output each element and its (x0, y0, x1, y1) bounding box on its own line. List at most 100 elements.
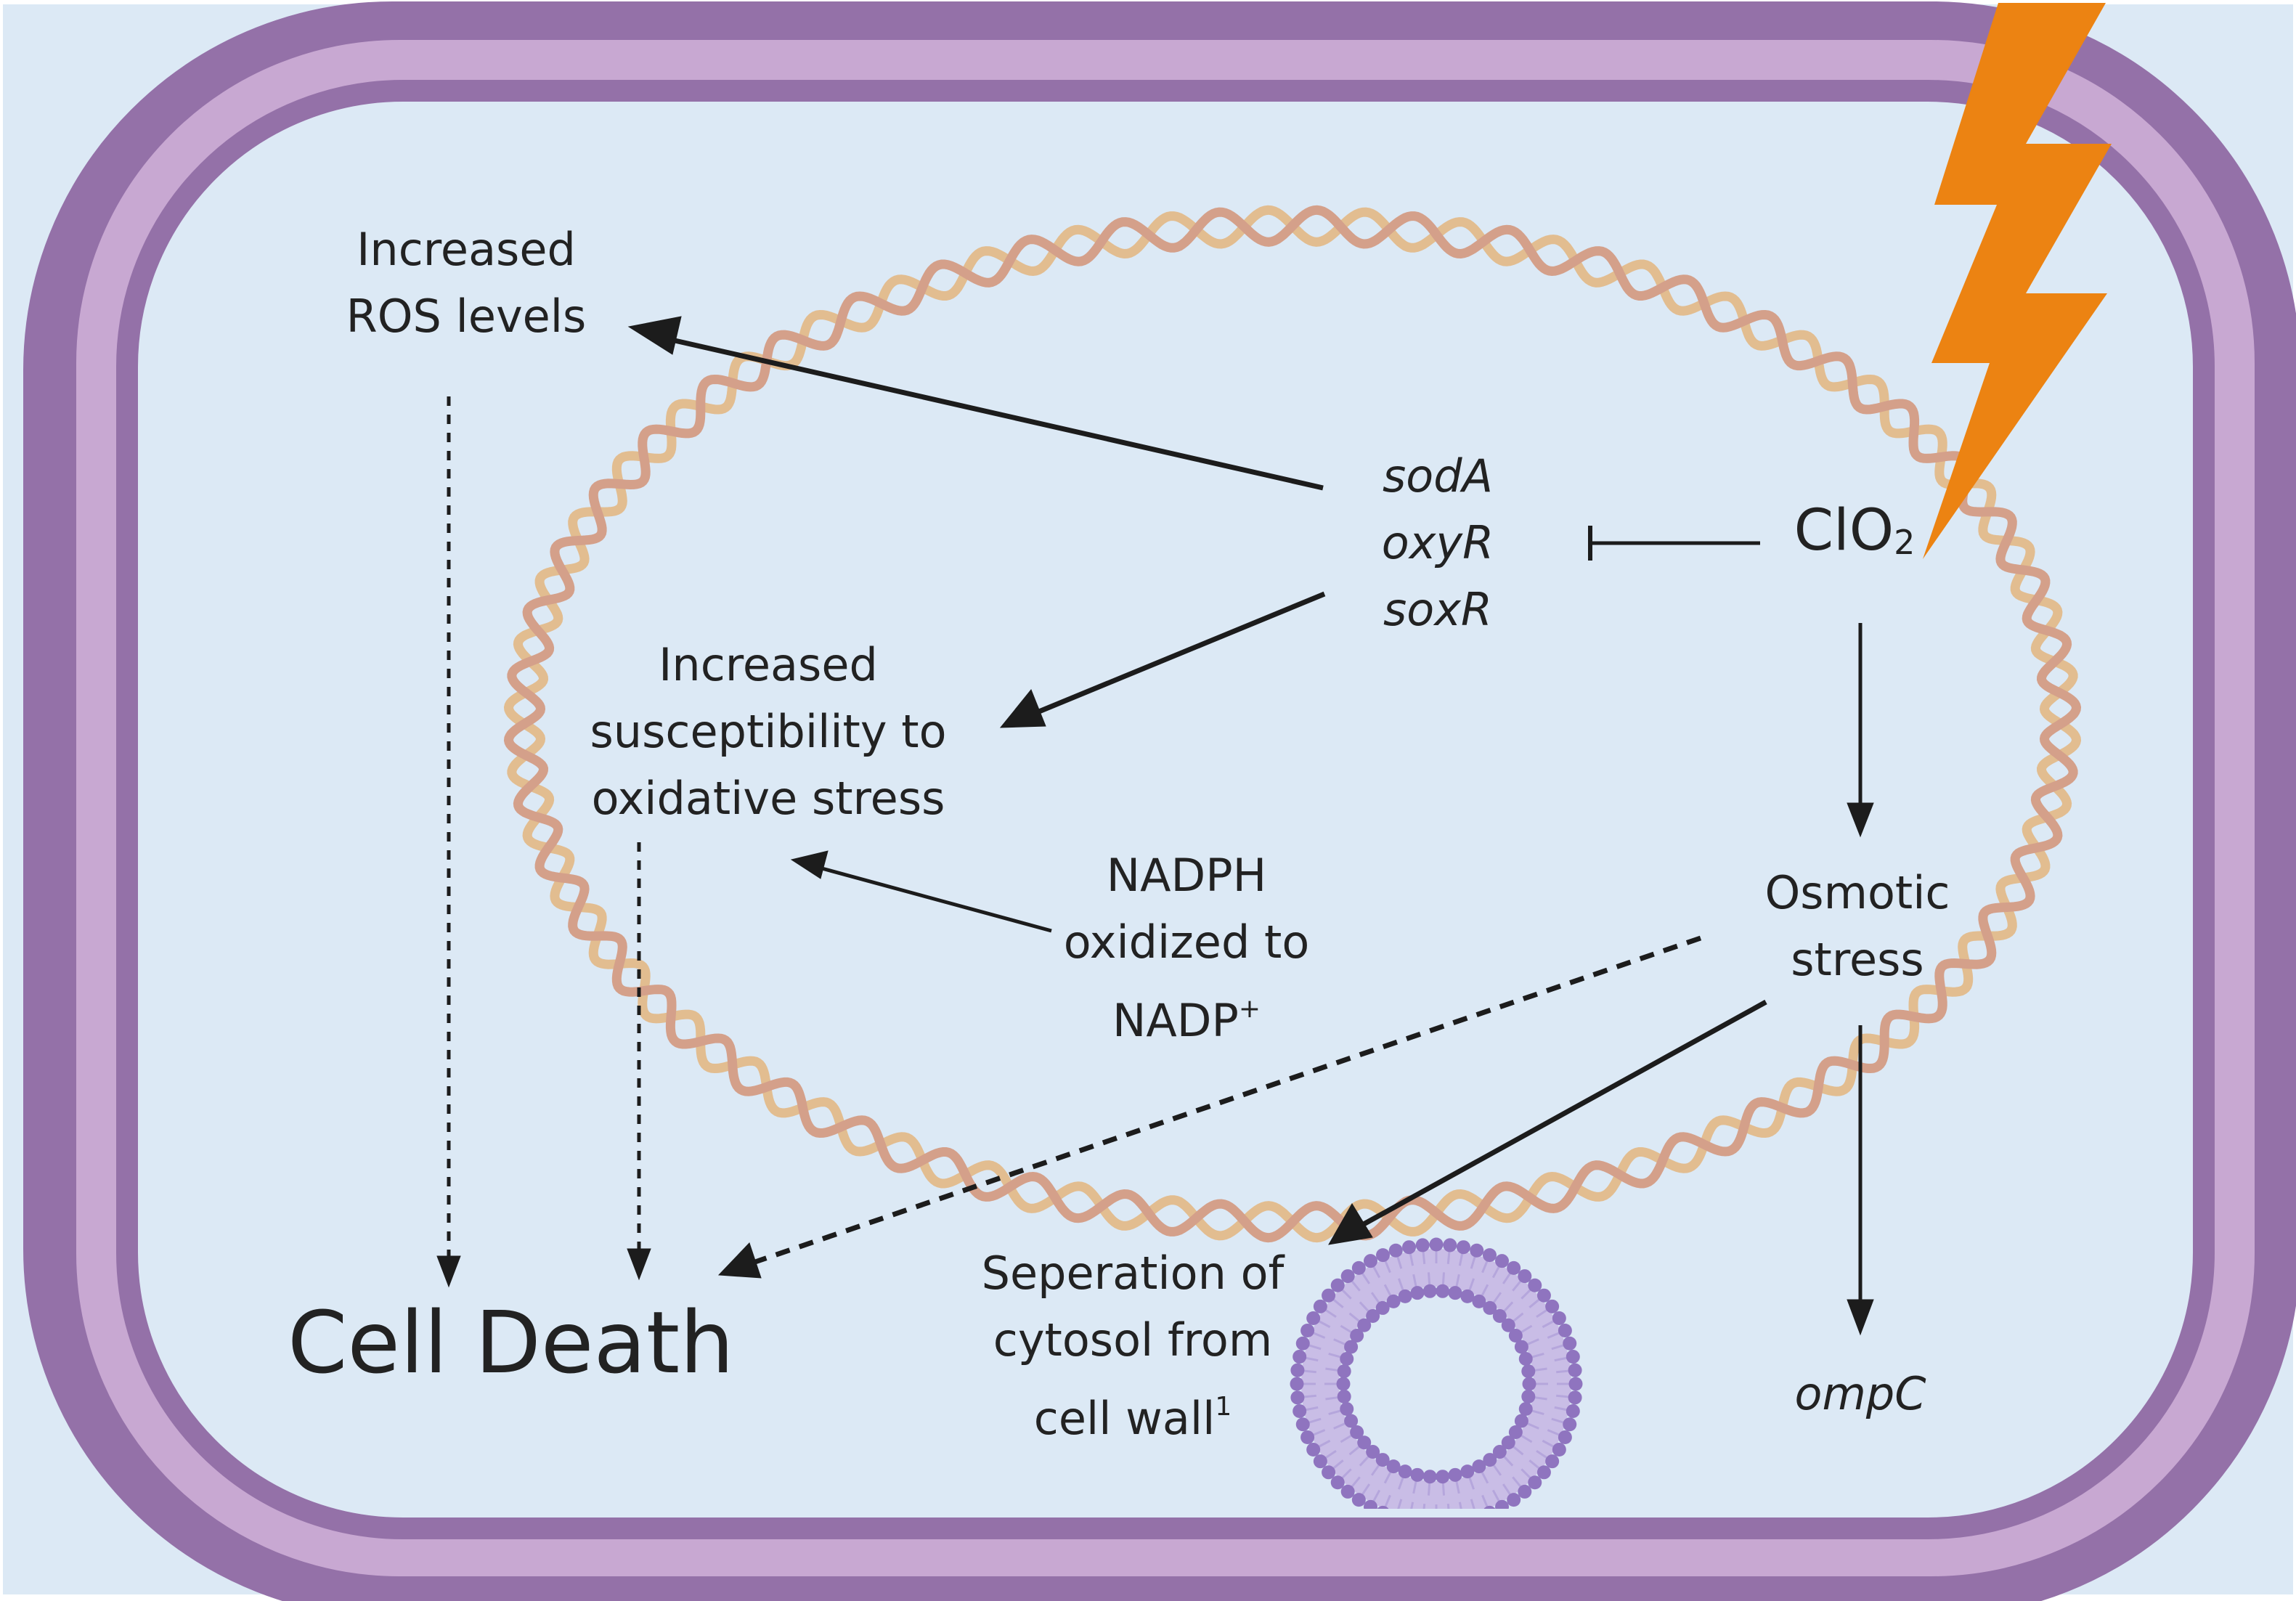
lipid-head (1522, 1377, 1536, 1391)
lipid-head (1563, 1417, 1577, 1432)
label-ompc: ompC (1794, 1367, 1926, 1420)
lipid-head (1460, 1289, 1475, 1303)
lipid-head (1566, 1350, 1580, 1364)
lipid-head (1330, 1475, 1345, 1490)
arrowhead-ros (627, 316, 682, 355)
lipid-head (1344, 1414, 1359, 1428)
lipid-head (1448, 1467, 1462, 1482)
lipid-head (1558, 1324, 1572, 1338)
membrane-vesicle-icon (1290, 1237, 1583, 1509)
arrowhead-separation (1328, 1203, 1373, 1245)
lipid-head (1563, 1336, 1577, 1351)
lipid-head (1518, 1484, 1532, 1499)
lipid-head (1306, 1443, 1321, 1457)
lipid-head (1566, 1404, 1580, 1418)
arrow-genes-to-susceptibility (1034, 591, 1326, 716)
lipid-head (1337, 1389, 1351, 1404)
lipid-head (1344, 1340, 1359, 1354)
lipid-head (1501, 1318, 1515, 1332)
lipid-head (1501, 1435, 1515, 1450)
lipid-head (1375, 1300, 1390, 1315)
lipid-head (1290, 1363, 1305, 1377)
arrowhead-ompc (1847, 1299, 1874, 1336)
cell-wall-inner (116, 80, 2215, 1539)
lipid-head (1492, 1445, 1507, 1459)
lipid-head (1528, 1278, 1542, 1292)
lipid-head (1568, 1390, 1582, 1405)
lipid-head (1483, 1453, 1497, 1467)
lipid-head (1492, 1308, 1507, 1323)
lipid-head (1350, 1328, 1364, 1343)
arrow-osmotic-to-separation (1362, 999, 1767, 1227)
lipid-head (1313, 1299, 1327, 1313)
lipid-tail (1458, 1502, 1465, 1509)
cell-wall-middle (76, 40, 2255, 1576)
lipid-head (1482, 1248, 1497, 1263)
outer-frame (3, 4, 2293, 1594)
lipid-head (1340, 1351, 1354, 1366)
arrows (436, 316, 1874, 1336)
lipid-head (1363, 1499, 1377, 1509)
lipid-head (1495, 1254, 1510, 1268)
lipid-head (1536, 1288, 1551, 1303)
lipid-head (1306, 1311, 1321, 1325)
lipid-head (1386, 1459, 1401, 1474)
lipid-head (1495, 1499, 1510, 1509)
arrowhead-death-2 (627, 1248, 651, 1281)
lipid-head (1552, 1443, 1566, 1457)
lipid-head (1340, 1484, 1355, 1499)
lipid-tail (1481, 1494, 1491, 1509)
lipid-head (1552, 1311, 1566, 1325)
lipid-head (1337, 1364, 1351, 1379)
lipid-head (1470, 1243, 1484, 1258)
dna-plasmid-icon (503, 205, 2082, 1243)
lipid-head (1357, 1435, 1372, 1450)
vesicle-tail-band (1301, 1249, 1571, 1509)
lipid-tail (1408, 1502, 1414, 1509)
lipid-head (1568, 1363, 1582, 1377)
lipid-head (1292, 1350, 1307, 1364)
lightning-bolt-icon (1923, 3, 2112, 559)
lipid-head (1518, 1351, 1533, 1366)
lipid-head (1350, 1425, 1364, 1440)
arrowhead-susceptibility (999, 689, 1046, 728)
label-separation: Seperation of cytosol from cell wall1 (981, 1247, 1285, 1445)
label-nadph: NADPH oxidized to NADP+ (1063, 849, 1310, 1047)
lipid-tail (1421, 1504, 1426, 1509)
dashed-osmotic-to-death (754, 935, 1702, 1265)
lipid-head (1518, 1402, 1533, 1417)
label-genes: sodA oxyR soxR (1382, 443, 1494, 643)
lipid-head (1313, 1454, 1327, 1469)
cell-wall-outer (23, 1, 2296, 1601)
lipid-head (1528, 1475, 1542, 1490)
lipid-head (1410, 1467, 1425, 1482)
lipid-tail (1394, 1499, 1403, 1509)
lipid-head (1398, 1289, 1412, 1303)
lipid-head (1330, 1278, 1345, 1292)
gene-soda: sodA (1382, 449, 1493, 502)
lipid-head (1410, 1286, 1425, 1300)
lipid-head (1545, 1299, 1560, 1313)
lipid-head (1336, 1377, 1351, 1391)
lipid-head (1472, 1459, 1486, 1474)
lipid-tail (1446, 1504, 1452, 1509)
arrow-nadph-to-susceptibility (821, 866, 1052, 933)
lipid-head (1340, 1269, 1355, 1284)
lipid-head (1568, 1377, 1583, 1391)
lipid-head (1508, 1328, 1523, 1343)
lipid-head (1351, 1260, 1366, 1275)
lipid-tail (1382, 1494, 1391, 1509)
gene-soxr: soxR (1383, 583, 1492, 636)
lipid-head (1351, 1493, 1366, 1507)
label-increased-ros: Increased ROS levels (346, 223, 587, 343)
lipid-head (1558, 1430, 1572, 1444)
lipid-head (1388, 1243, 1403, 1258)
gene-oxyr: oxyR (1381, 516, 1494, 569)
label-osmotic-stress: Osmotic stress (1764, 866, 1950, 986)
label-increased-susceptibility: Increased susceptibility to oxidative st… (590, 638, 947, 825)
lipid-head (1422, 1470, 1437, 1484)
lipid-head (1545, 1454, 1560, 1469)
lipid-head (1429, 1237, 1444, 1252)
lipid-head (1375, 1453, 1390, 1467)
